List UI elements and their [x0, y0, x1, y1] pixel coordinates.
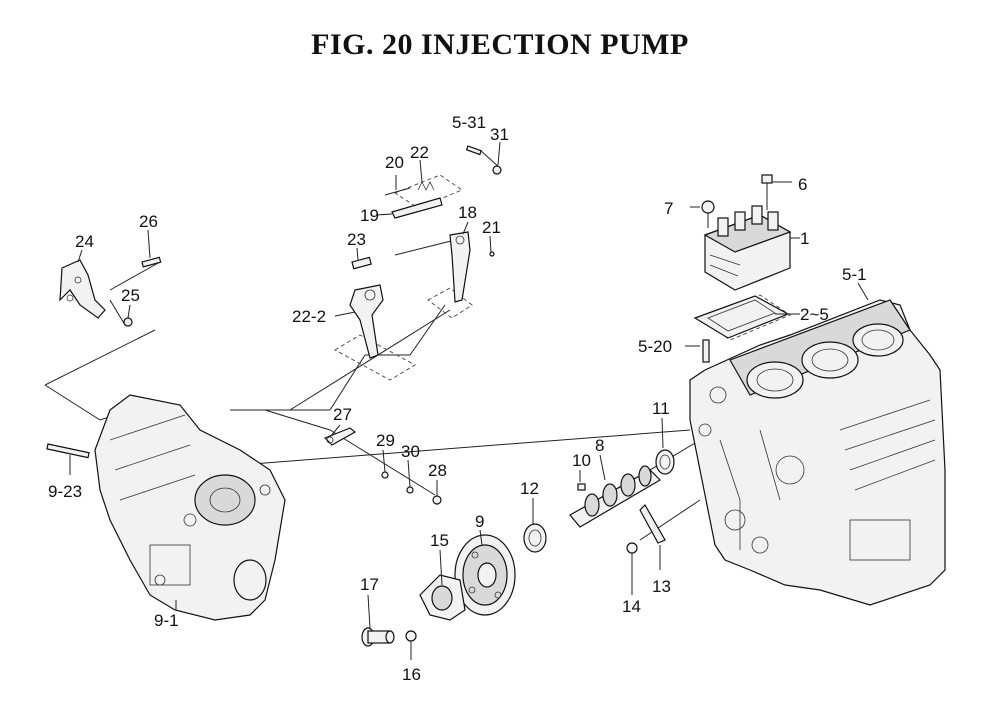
injection-pump: [703, 205, 792, 291]
spring-22: [417, 181, 435, 191]
callout-16: 16: [402, 665, 421, 684]
pump-gasket: [693, 295, 790, 339]
callout-26: 26: [139, 212, 158, 231]
callout-29: 29: [376, 431, 395, 450]
pin-5-31: [465, 145, 482, 156]
pin-26: [141, 256, 162, 268]
callout-1: 1: [800, 229, 809, 248]
governor-lever-18: [449, 231, 471, 303]
callout-20: 20: [385, 153, 404, 172]
bolt-16: [405, 630, 417, 642]
leader-lines: [69, 141, 869, 660]
callout-22-2: 22-2: [292, 307, 326, 326]
callout-17: 17: [360, 575, 379, 594]
nut-25: [123, 317, 133, 327]
bearing-11: [655, 449, 675, 475]
callout-12: 12: [520, 479, 539, 498]
callout-18: 18: [458, 203, 477, 222]
callout-11: 11: [652, 399, 670, 418]
injection-pump-gear: [454, 534, 516, 616]
callout-6: 6: [798, 175, 807, 194]
washer-29: [381, 471, 389, 479]
spring-23: [351, 256, 372, 270]
callout-5-1: 5-1: [842, 265, 867, 284]
callout-13: 13: [652, 577, 671, 596]
callout-5-20: 5-20: [638, 337, 672, 356]
callout-31: 31: [490, 125, 509, 144]
callout-30: 30: [401, 442, 420, 461]
bearing-12: [523, 523, 547, 553]
callout-9: 9: [475, 512, 484, 531]
callout-2-5: 2~5: [800, 305, 829, 324]
callout-labels: 1 2~5 5-1 5-20 5-31 6 7 8 9 9-1 9-23 10 …: [48, 113, 867, 684]
bracket-24: [59, 259, 106, 319]
callout-9-23: 9-23: [48, 482, 82, 501]
callout-19: 19: [360, 206, 379, 225]
washer-30: [406, 486, 414, 494]
flyweight-assembly: [419, 574, 466, 621]
bolt-14: [626, 542, 638, 588]
callout-7: 7: [664, 199, 673, 218]
sleeve-17: [361, 627, 395, 647]
callout-9-1: 9-1: [154, 611, 179, 630]
callout-27: 27: [333, 405, 352, 424]
callout-10: 10: [572, 451, 591, 470]
nut-31: [492, 165, 502, 175]
pump-bolts: [701, 174, 773, 228]
pin-21: [489, 251, 495, 257]
callout-21: 21: [482, 218, 501, 237]
figure-title: FIG. 20 INJECTION PUMP: [311, 28, 689, 61]
callout-22: 22: [410, 143, 429, 162]
dowel-9-23: [46, 443, 90, 459]
camshaft: [569, 465, 661, 528]
lever-19: [391, 197, 443, 219]
stopper-13: [639, 504, 666, 544]
nut-28: [432, 495, 442, 505]
key-10: [577, 483, 586, 491]
callout-25: 25: [121, 286, 140, 305]
governor-lever-22-2: [349, 284, 384, 359]
callout-23: 23: [347, 230, 366, 249]
callout-14: 14: [622, 597, 641, 616]
callout-15: 15: [430, 531, 449, 550]
stud-5-20: [702, 339, 710, 363]
callout-8: 8: [595, 436, 604, 455]
callout-28: 28: [428, 461, 447, 480]
engine-block: [689, 299, 946, 606]
bolt-20: [384, 187, 411, 196]
gear-case: [94, 394, 286, 621]
callout-24: 24: [75, 232, 94, 251]
callout-5-31: 5-31: [452, 113, 486, 132]
